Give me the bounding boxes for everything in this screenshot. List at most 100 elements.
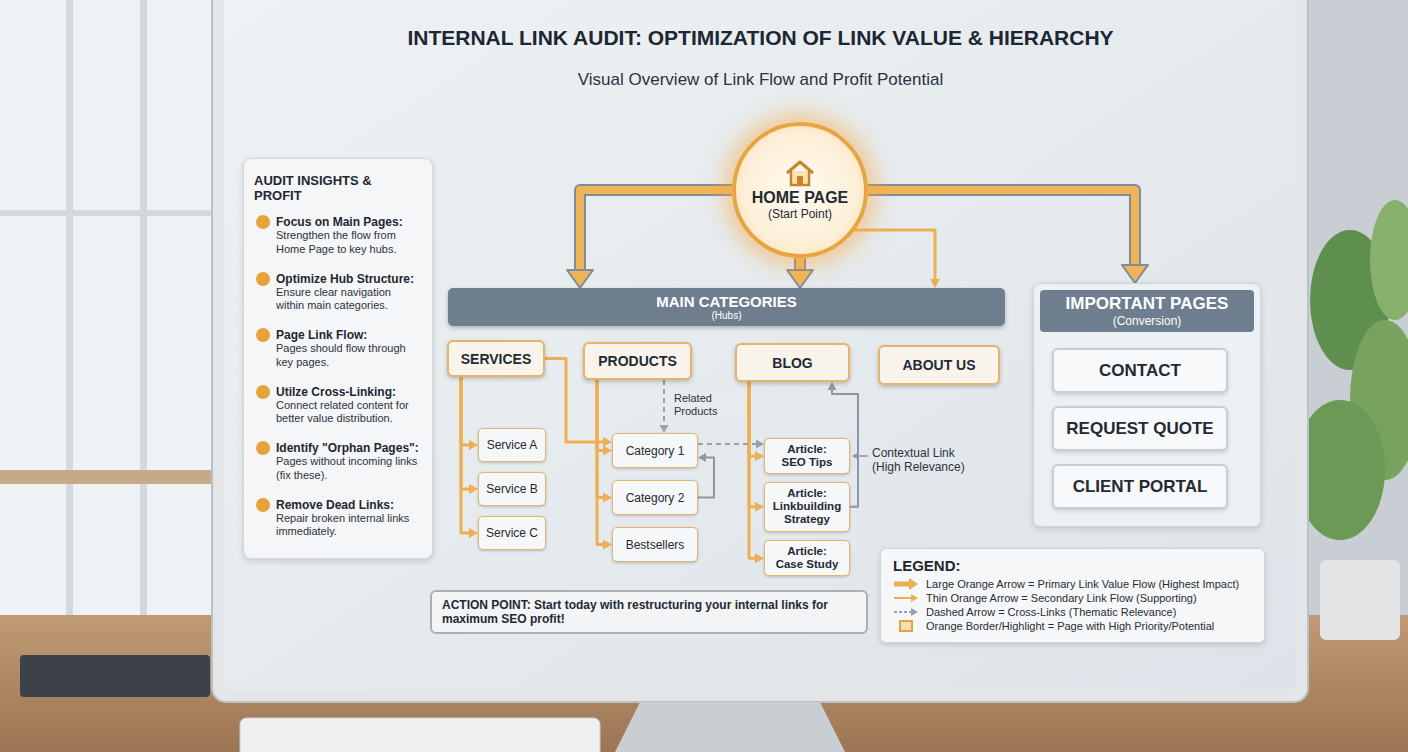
subtitle: Visual Overview of Link Flow and Profit … (228, 70, 1293, 90)
node-text: BLOG (772, 355, 812, 371)
node-text: Case Study (776, 558, 839, 571)
connector-line (855, 230, 935, 282)
connector-line (461, 377, 472, 489)
node-text: Article: (787, 443, 827, 456)
house-door (797, 176, 803, 185)
link-connector (749, 382, 764, 563)
node-text: SERVICES (461, 351, 532, 367)
legend-title: LEGEND: (893, 557, 1252, 574)
node-text: REQUEST QUOTE (1066, 419, 1213, 439)
page-box: Category 2 (612, 480, 698, 515)
link-connector (868, 190, 1148, 283)
connector-line (580, 190, 732, 275)
plant-pot (1320, 560, 1400, 640)
article-box: Article:SEO Tips (764, 438, 850, 474)
node-text: Bestsellers (626, 538, 685, 552)
node-text: (Hubs) (711, 310, 741, 321)
monitor-stand (615, 702, 845, 752)
legend-sample-line (894, 597, 911, 599)
leader-line (858, 455, 868, 457)
link-connector (749, 382, 764, 461)
node-text: Remove Dead Links: (254, 498, 422, 512)
link-connector (698, 453, 714, 498)
conversion-panel: IMPORTANT PAGES(Conversion)CONTACTREQUES… (1033, 283, 1261, 527)
arrowhead (567, 270, 593, 288)
node-text: ACTION POINT: Start today with restructu… (442, 598, 856, 626)
edge-label: Related Products (674, 392, 746, 418)
node-text: (Conversion) (1040, 314, 1254, 328)
monitor-frame (212, 0, 1308, 702)
arrowhead (469, 528, 478, 538)
node-text: Connect related content for better value… (254, 399, 422, 427)
article-box: Article:Case Study (764, 540, 850, 576)
window-frame (140, 0, 147, 620)
arrowhead (756, 440, 764, 449)
window (0, 0, 215, 620)
page-box: Service B (478, 472, 546, 506)
node-text: ABOUT US (902, 357, 975, 373)
node-text: Service C (486, 526, 538, 540)
node-text: Pages without incoming links (fix these)… (254, 455, 422, 483)
connector-outline (868, 190, 1135, 270)
node-text: Pages should flow through key pages. (254, 342, 422, 370)
home-circle: HOME PAGE(Start Point) (732, 122, 868, 258)
node-text: Page Link Flow: (254, 328, 422, 342)
link-connector (698, 440, 764, 449)
link-connector (597, 380, 612, 550)
arrowhead (603, 446, 612, 456)
arrowhead (828, 382, 837, 390)
node-text: AUDIT INSIGHTS & PROFIT (254, 173, 422, 203)
node-text: Category 2 (626, 491, 685, 505)
legend-sample (893, 578, 919, 590)
action-box: ACTION POINT: Start today with restructu… (430, 590, 868, 634)
annotation-label: Contextual Link (High Relevance) (872, 446, 978, 475)
page-box: Service A (478, 428, 546, 462)
node-text: Utilze Cross-Linking: (254, 385, 422, 399)
node-text: Article: (787, 487, 827, 500)
link-connector (855, 230, 940, 288)
node-text: Optimize Hub Structure: (254, 272, 422, 286)
back-table (0, 470, 215, 484)
node-text: Category 1 (626, 444, 685, 458)
link-connector (461, 377, 478, 538)
node-text: MAIN CATEGORIES (656, 293, 797, 310)
keyboard (240, 718, 600, 752)
connector-line (461, 377, 472, 445)
node-text: PRODUCTS (598, 353, 677, 369)
notebook (20, 655, 210, 697)
arrowhead (603, 493, 612, 503)
node-text: Linkbuilding Strategy (768, 500, 846, 526)
article-box: Article:Linkbuilding Strategy (764, 482, 850, 532)
arrowhead (1122, 265, 1148, 283)
connector-line (698, 443, 758, 445)
link-connector (660, 380, 669, 433)
arrowhead (755, 502, 764, 512)
link-connector (787, 258, 813, 288)
connector-line (597, 380, 606, 545)
node-text: Ensure clear navigation within main cate… (254, 286, 422, 314)
legend-text: Orange Border/Highlight = Page with High… (926, 620, 1214, 632)
arrowhead (698, 453, 706, 462)
link-connector (461, 377, 478, 450)
link-connector (597, 380, 612, 456)
window-frame (0, 210, 215, 216)
house-body (791, 171, 809, 185)
legend-row: Large Orange Arrow = Primary Link Value … (893, 578, 1252, 590)
connector-line (663, 380, 665, 427)
arrowhead (603, 540, 612, 550)
link-connector (567, 190, 732, 288)
hub-box: ABOUT US (878, 345, 1000, 385)
page-box: Service C (478, 516, 546, 550)
node-text: Service B (486, 482, 537, 496)
arrowhead (755, 451, 764, 461)
connector-line (698, 458, 714, 498)
legend-sample-head (911, 608, 918, 616)
conversion-button: CLIENT PORTAL (1052, 464, 1228, 509)
link-connector (461, 377, 478, 494)
hub-box: PRODUCTS (583, 342, 692, 380)
node-text: IMPORTANT PAGES (1040, 294, 1254, 314)
legend-text: Dashed Arrow = Cross-Links (Thematic Rel… (926, 606, 1176, 618)
connector-line (461, 377, 472, 533)
legend-sample (893, 606, 919, 618)
insight-panel: AUDIT INSIGHTS & PROFITFocus on Main Pag… (243, 158, 433, 559)
